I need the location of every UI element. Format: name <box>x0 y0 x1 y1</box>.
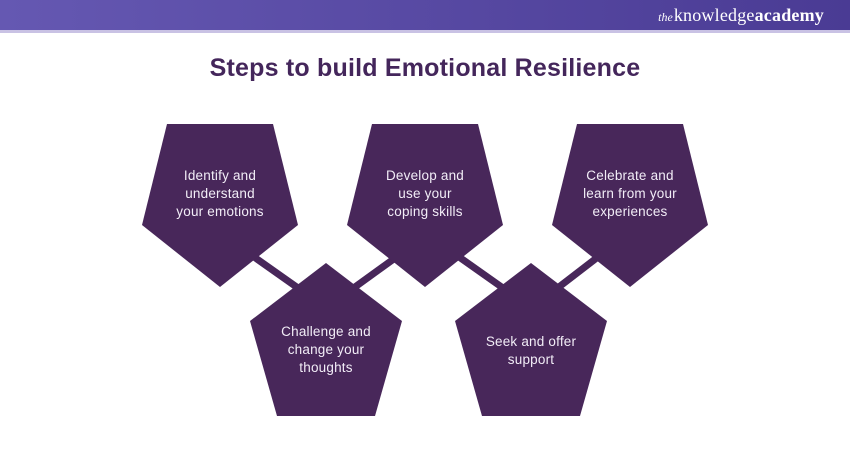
page-title: Steps to build Emotional Resilience <box>209 54 641 82</box>
step-label-seek: Seek and offer support <box>485 334 577 367</box>
pentagon-step-identify <box>142 124 298 287</box>
pentagon-step-celebrate <box>552 124 708 287</box>
step-label-develop: Develop and use your coping skills <box>385 168 464 219</box>
logo-word-knowledge: knowledge <box>673 5 755 25</box>
pentagon-step-develop <box>347 124 503 287</box>
pentagon-step-challenge <box>250 263 402 416</box>
step-label-challenge: Challenge and change your thoughts <box>281 324 371 375</box>
logo-prefix: the <box>658 10 673 24</box>
step-label-identify: Identify and understand your emotions <box>176 168 264 219</box>
logo-word-academy: academy <box>754 5 824 25</box>
step-label-celebrate: Celebrate and learn from your experience… <box>583 168 677 219</box>
pentagon-step-seek <box>455 263 607 416</box>
